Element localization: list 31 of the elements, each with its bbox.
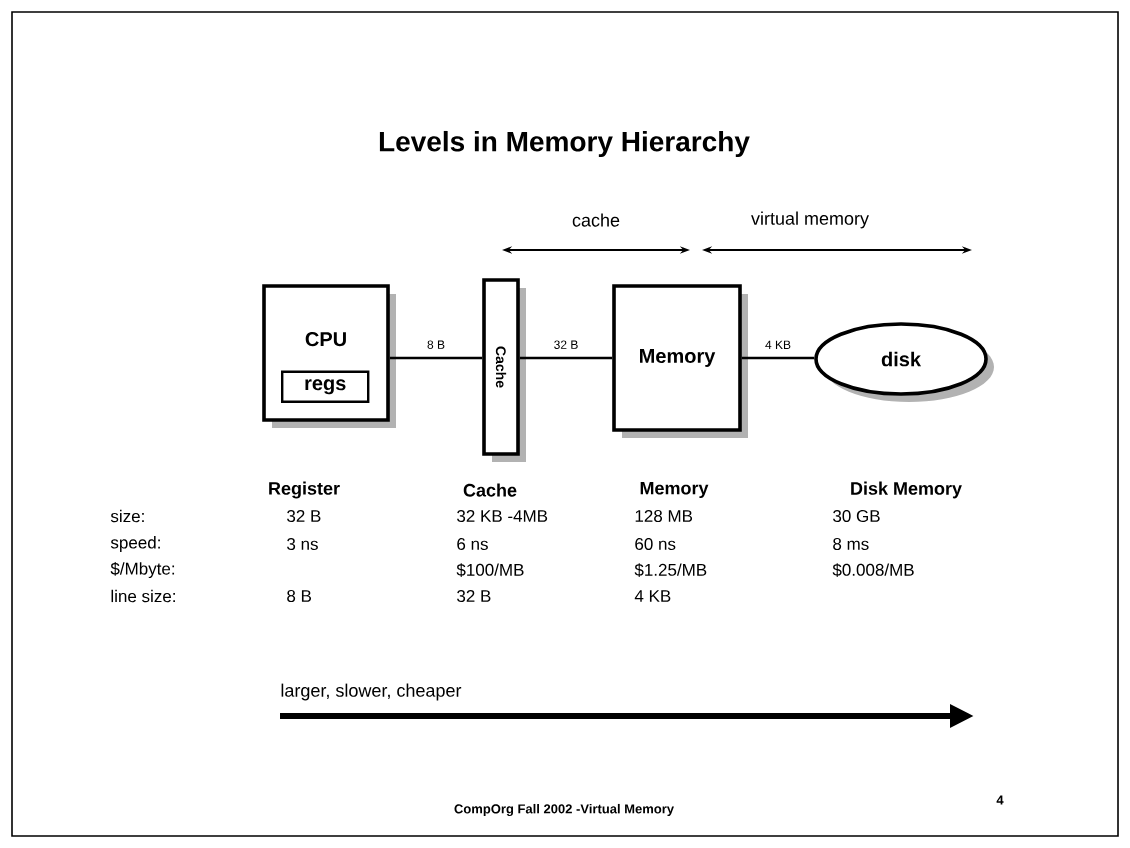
- connector-line: [519, 356, 613, 360]
- range-label: cache: [572, 213, 620, 227]
- row-label: size:: [110, 509, 144, 523]
- table-cell: 32 KB -4MB: [457, 510, 548, 522]
- title: Levels in Memory Hierarchy: [379, 130, 750, 158]
- memory-box: Memory: [612, 284, 742, 432]
- table-cell: 60 ns: [635, 538, 676, 550]
- table-cell: 3 ns: [287, 538, 318, 550]
- table-cell: 8 ms: [833, 538, 869, 550]
- table-cell: 4 KB: [634, 590, 671, 602]
- table-cell: 128 MB: [635, 510, 693, 522]
- register-box: regs: [281, 370, 370, 403]
- table-cell: 32 B: [287, 510, 321, 522]
- column-header: Disk Memory: [851, 481, 962, 499]
- connector-line: [741, 356, 815, 360]
- table-cell: 30 GB: [833, 510, 880, 522]
- arrow-label: larger, slower, cheaper: [281, 683, 462, 701]
- column-header: Register: [269, 481, 340, 499]
- range-label: virtual memory: [751, 211, 869, 229]
- connector-line: [389, 356, 483, 360]
- table-cell: 32 B: [457, 590, 491, 602]
- column-header: Cache: [463, 483, 517, 497]
- row-label: line size:: [111, 589, 175, 603]
- table-cell: $0.008/MB: [832, 563, 914, 577]
- table-cell: $1.25/MB: [634, 563, 707, 577]
- row-label: $/Mbyte:: [110, 561, 175, 579]
- table-cell: $100/MB: [456, 563, 524, 577]
- table-cell: 6 ns: [457, 538, 488, 550]
- column-header: Memory: [640, 481, 709, 499]
- row-label: speed:: [110, 536, 160, 552]
- table-cell: 8 B: [287, 590, 311, 602]
